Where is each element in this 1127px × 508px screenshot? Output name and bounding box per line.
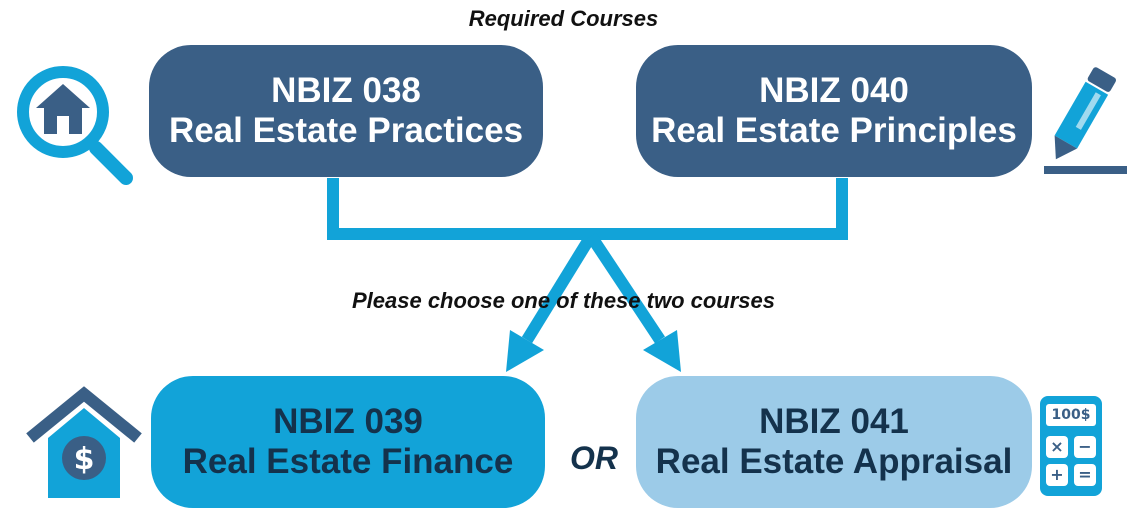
house-dollar-icon: $ <box>26 386 142 498</box>
arrow-right-head <box>643 330 681 372</box>
course-nbiz-041: NBIZ 041 Real Estate Appraisal <box>636 376 1032 508</box>
page-heading: Required Courses <box>468 6 659 31</box>
plus-key-icon: + <box>1046 464 1068 486</box>
course-code: NBIZ 038 <box>271 70 421 110</box>
course-title: Real Estate Appraisal <box>655 442 1013 481</box>
bracket-connector <box>327 178 848 240</box>
course-code: NBIZ 041 <box>759 401 909 441</box>
course-nbiz-040: NBIZ 040 Real Estate Principles <box>636 45 1032 177</box>
or-label: OR <box>570 440 618 476</box>
pen-icon <box>1044 67 1127 174</box>
course-title: Real Estate Principles <box>651 111 1017 150</box>
calculator-display: 100$ <box>1046 404 1096 426</box>
calculator-icon: 100$ × − + = <box>1040 396 1102 496</box>
course-nbiz-038: NBIZ 038 Real Estate Practices <box>149 45 543 177</box>
house-search-icon <box>17 66 133 185</box>
svg-text:$: $ <box>74 442 95 477</box>
times-key-icon: × <box>1046 436 1068 458</box>
branch-left-line <box>521 232 597 344</box>
minus-key-icon: − <box>1074 436 1096 458</box>
course-title: Real Estate Finance <box>182 442 514 481</box>
course-title: Real Estate Practices <box>168 111 524 150</box>
arrow-left-head <box>506 330 544 372</box>
choice-prompt: Please choose one of these two courses <box>351 288 776 313</box>
branch-right-line <box>586 232 665 344</box>
equals-key-icon: = <box>1074 464 1096 486</box>
course-nbiz-039: NBIZ 039 Real Estate Finance <box>151 376 545 508</box>
course-code: NBIZ 040 <box>759 70 909 110</box>
course-code: NBIZ 039 <box>273 401 423 441</box>
